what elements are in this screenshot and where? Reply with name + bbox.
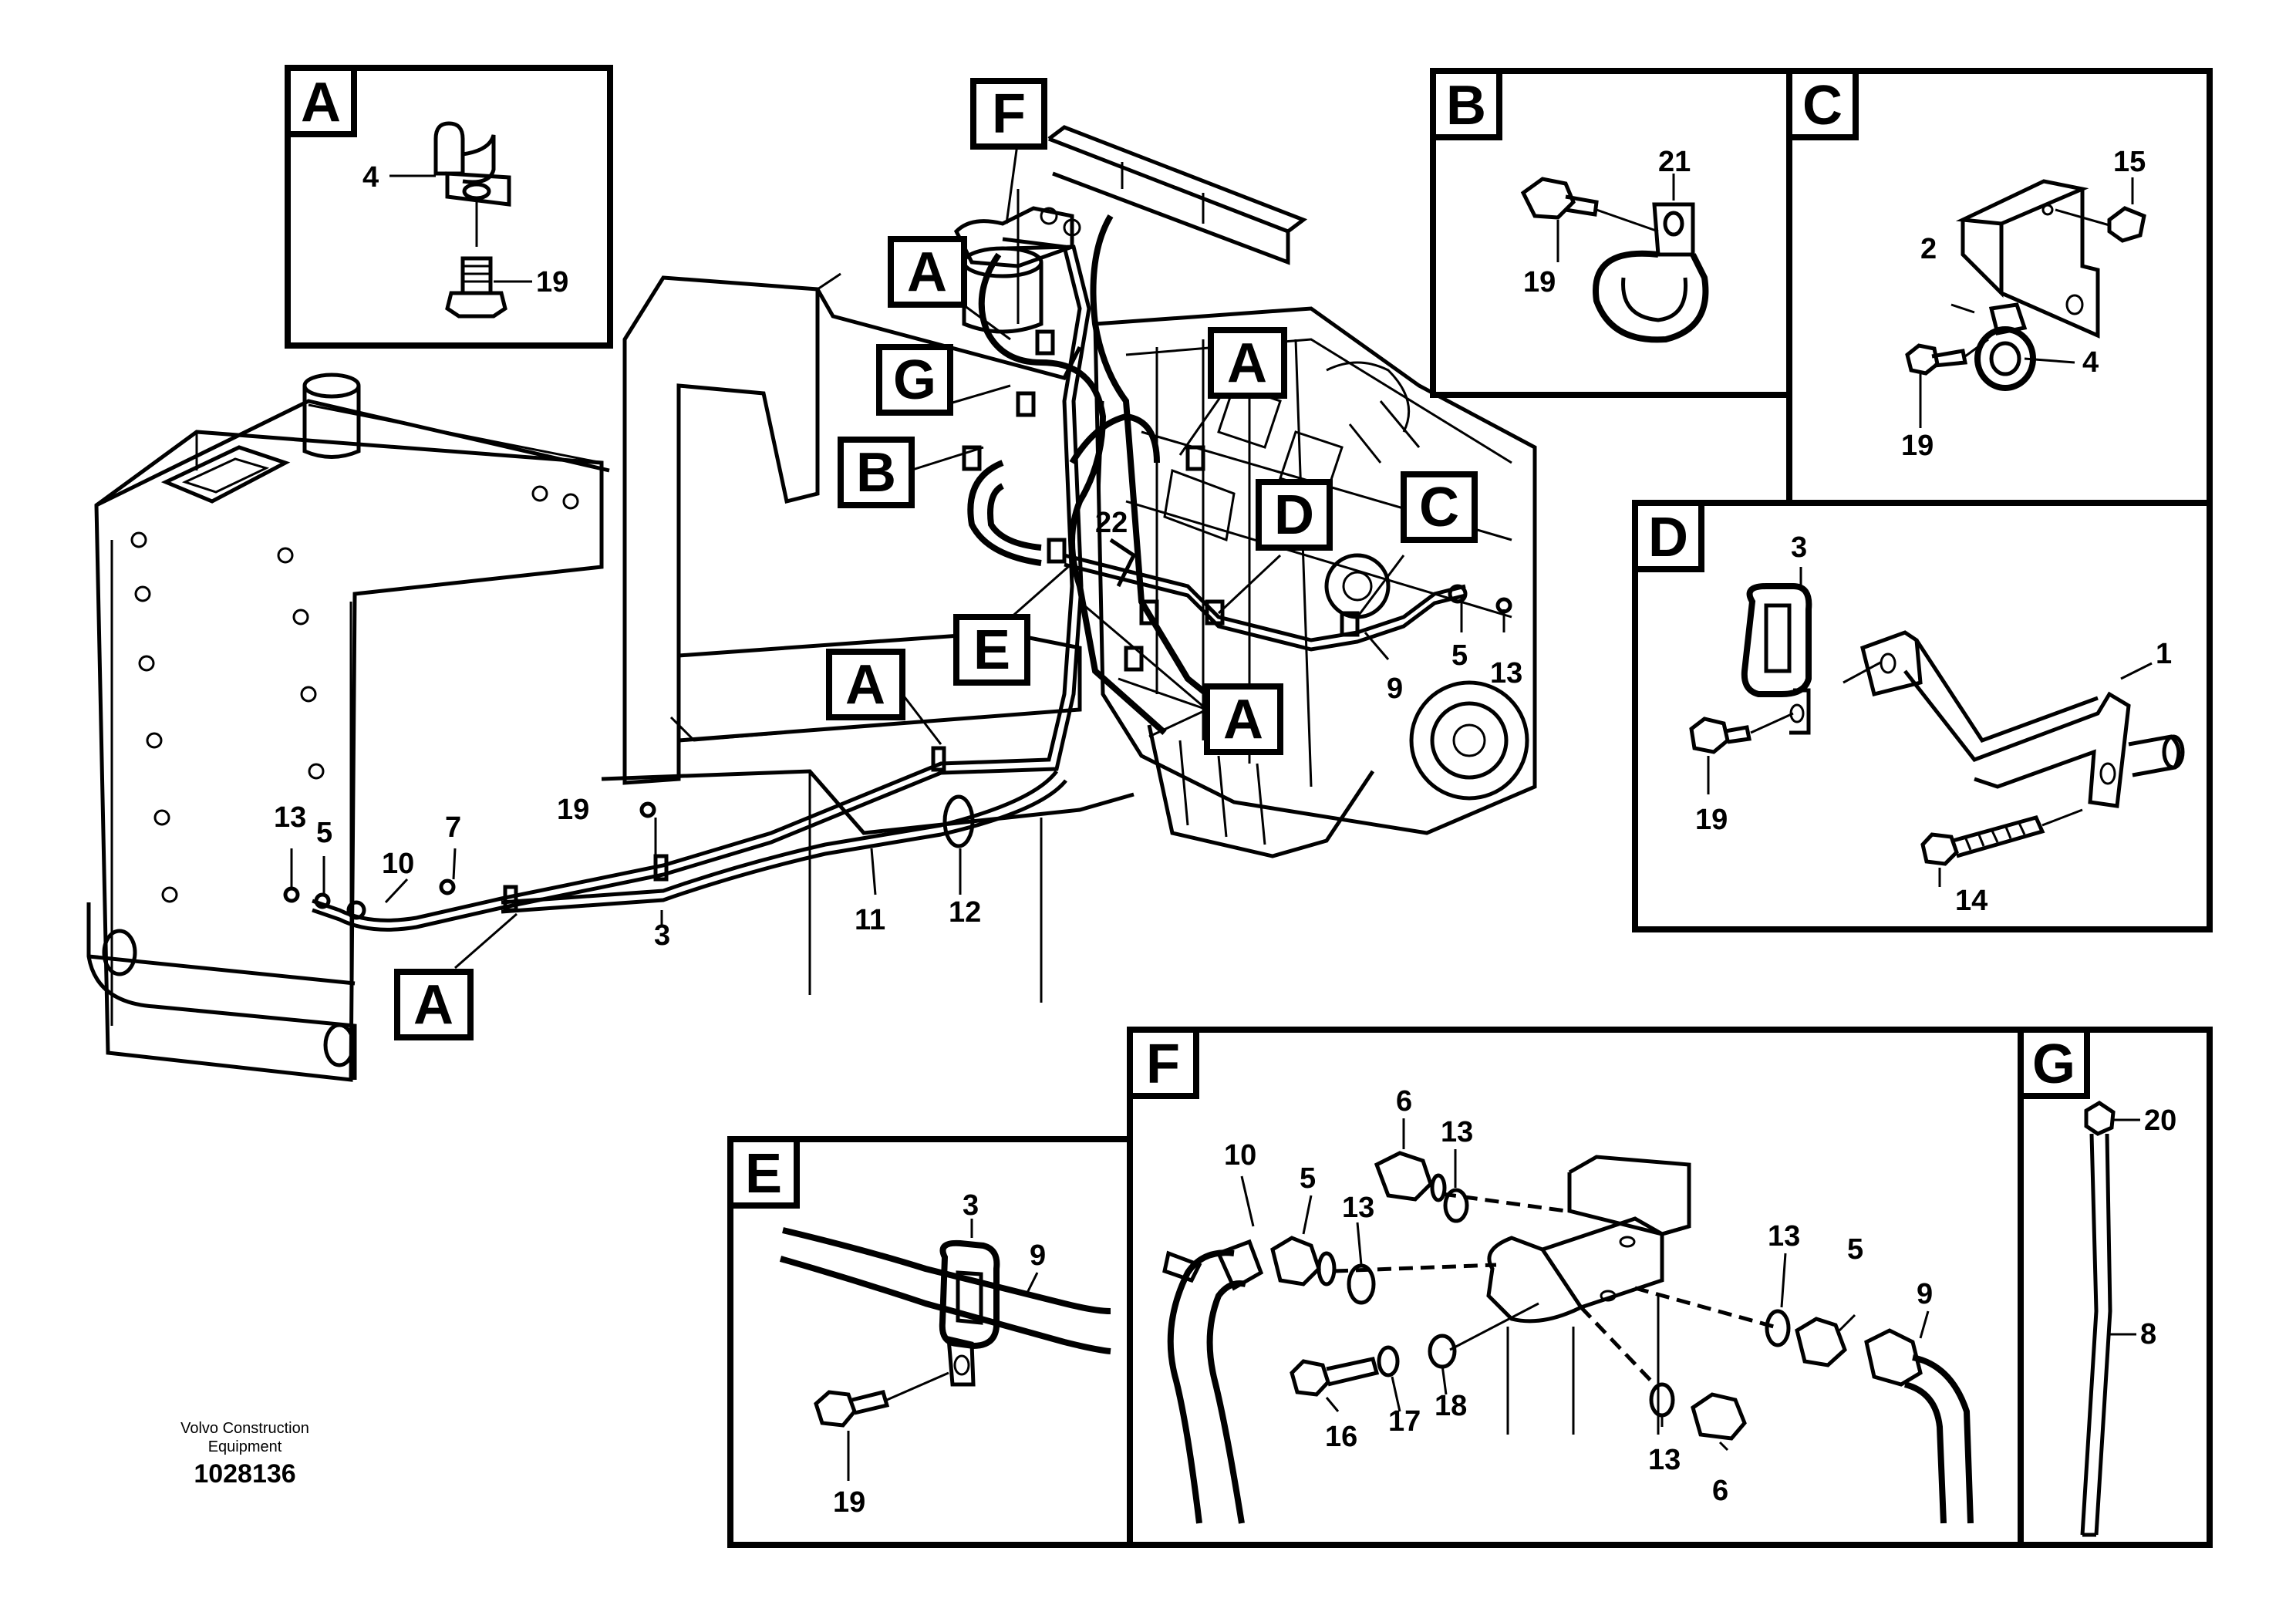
callout-tag-a5: A (394, 969, 474, 1040)
label-f-5: 5 (1300, 1162, 1316, 1195)
engine-block (1069, 306, 1537, 858)
label-a-4: 4 (362, 161, 379, 194)
svg-text:G: G (893, 349, 936, 411)
label-f-10: 10 (1224, 1139, 1256, 1172)
label-e-9: 9 (1030, 1239, 1046, 1272)
label-d-19: 19 (1695, 804, 1728, 836)
svg-text:B: B (1446, 75, 1486, 137)
callout-tag-f: F (970, 78, 1047, 150)
label-9: 9 (1387, 673, 1403, 705)
callout-tag-a3: A (826, 649, 905, 720)
label-b-19: 19 (1523, 266, 1556, 298)
svg-text:A: A (845, 654, 885, 716)
label-10-main: 10 (382, 848, 414, 880)
label-c-19: 19 (1901, 430, 1934, 462)
label-c-15: 15 (2113, 146, 2146, 178)
label-5-left: 5 (316, 817, 332, 849)
label-f-13-right: 13 (1768, 1220, 1800, 1253)
label-13-left: 13 (274, 801, 306, 834)
label-12: 12 (949, 896, 981, 929)
label-d-3: 3 (1791, 531, 1807, 564)
svg-text:F: F (1146, 1034, 1180, 1095)
detail-panel-g: G 20 8 (2018, 1027, 2213, 1548)
label-f-17: 17 (1388, 1405, 1421, 1438)
callout-tag-c: C (1401, 471, 1478, 543)
label-a-19: 19 (536, 266, 568, 298)
label-d-1: 1 (2156, 638, 2172, 670)
svg-text:A: A (907, 241, 947, 303)
label-7: 7 (445, 811, 461, 844)
footer-caption: Volvo Construction Equipment 1028136 (162, 1419, 328, 1492)
label-b-21: 21 (1658, 146, 1691, 178)
fuel-tank (86, 373, 610, 1082)
svg-text:F: F (992, 83, 1026, 145)
svg-text:E: E (745, 1143, 782, 1205)
label-13-right: 13 (1490, 657, 1522, 690)
label-g-8: 8 (2140, 1318, 2156, 1351)
label-g-20: 20 (2144, 1104, 2176, 1137)
svg-text:D: D (1648, 507, 1688, 568)
detail-panel-b: B 21 19 (1430, 68, 1792, 398)
svg-text:E: E (973, 619, 1010, 681)
label-f-13-bottom: 13 (1648, 1444, 1681, 1476)
svg-text:C: C (1419, 477, 1459, 538)
company-name-line2: Equipment (207, 1438, 282, 1455)
callout-tag-e: E (953, 614, 1030, 686)
label-5-right: 5 (1451, 639, 1468, 672)
label-f-16: 16 (1325, 1421, 1357, 1453)
label-f-13-left: 13 (1342, 1192, 1374, 1224)
callout-tag-b: B (838, 437, 915, 508)
svg-text:A: A (1227, 332, 1267, 394)
svg-text:A: A (1223, 689, 1263, 750)
svg-text:B: B (856, 442, 896, 504)
upright-frame (622, 272, 1082, 785)
detail-panel-d: D 3 1 19 14 (1632, 500, 2213, 932)
label-f-18: 18 (1435, 1390, 1467, 1422)
svg-text:A: A (413, 974, 453, 1036)
label-e-3: 3 (963, 1189, 979, 1222)
label-f-9: 9 (1917, 1278, 1933, 1310)
detail-panel-a: A 4 19 (285, 65, 613, 349)
label-f-5-right: 5 (1847, 1233, 1863, 1266)
detail-panel-e: E 3 9 19 (727, 1136, 1133, 1548)
label-d-14: 14 (1955, 885, 1988, 917)
label-e-19: 19 (833, 1486, 865, 1519)
label-f-13-top: 13 (1441, 1116, 1473, 1148)
detail-panel-c: C 15 2 4 19 (1786, 68, 2213, 506)
label-c-4: 4 (2082, 346, 2099, 379)
callout-tag-a2: A (1208, 327, 1287, 399)
callout-tag-g: G (876, 344, 953, 416)
document-number: 1028136 (194, 1459, 296, 1489)
svg-text:A: A (301, 72, 341, 133)
label-c-2: 2 (1920, 233, 1937, 265)
main-assembly-drawing: F A G B A D C E (86, 78, 1537, 1082)
fuel-hoses (312, 214, 1466, 932)
detail-panel-f: F (1127, 1027, 2024, 1548)
main-part-labels: 22 5 13 9 19 13 5 7 10 3 11 12 (274, 507, 1522, 952)
svg-text:C: C (1802, 75, 1843, 137)
callout-tag-d: D (1256, 479, 1333, 551)
callout-tag-a1: A (888, 236, 967, 308)
label-3-main: 3 (654, 919, 670, 952)
label-19-main: 19 (557, 794, 589, 826)
svg-text:G: G (2032, 1034, 2075, 1095)
svg-text:D: D (1274, 484, 1314, 546)
callout-tag-a4: A (1204, 683, 1283, 755)
label-22: 22 (1095, 507, 1128, 539)
lower-chassis (601, 716, 1135, 1003)
label-11: 11 (855, 904, 885, 936)
label-f-6-top: 6 (1396, 1085, 1412, 1118)
company-name: Volvo Construction (180, 1420, 309, 1437)
label-f-6-bottom: 6 (1712, 1475, 1728, 1507)
clamps (283, 329, 1512, 920)
